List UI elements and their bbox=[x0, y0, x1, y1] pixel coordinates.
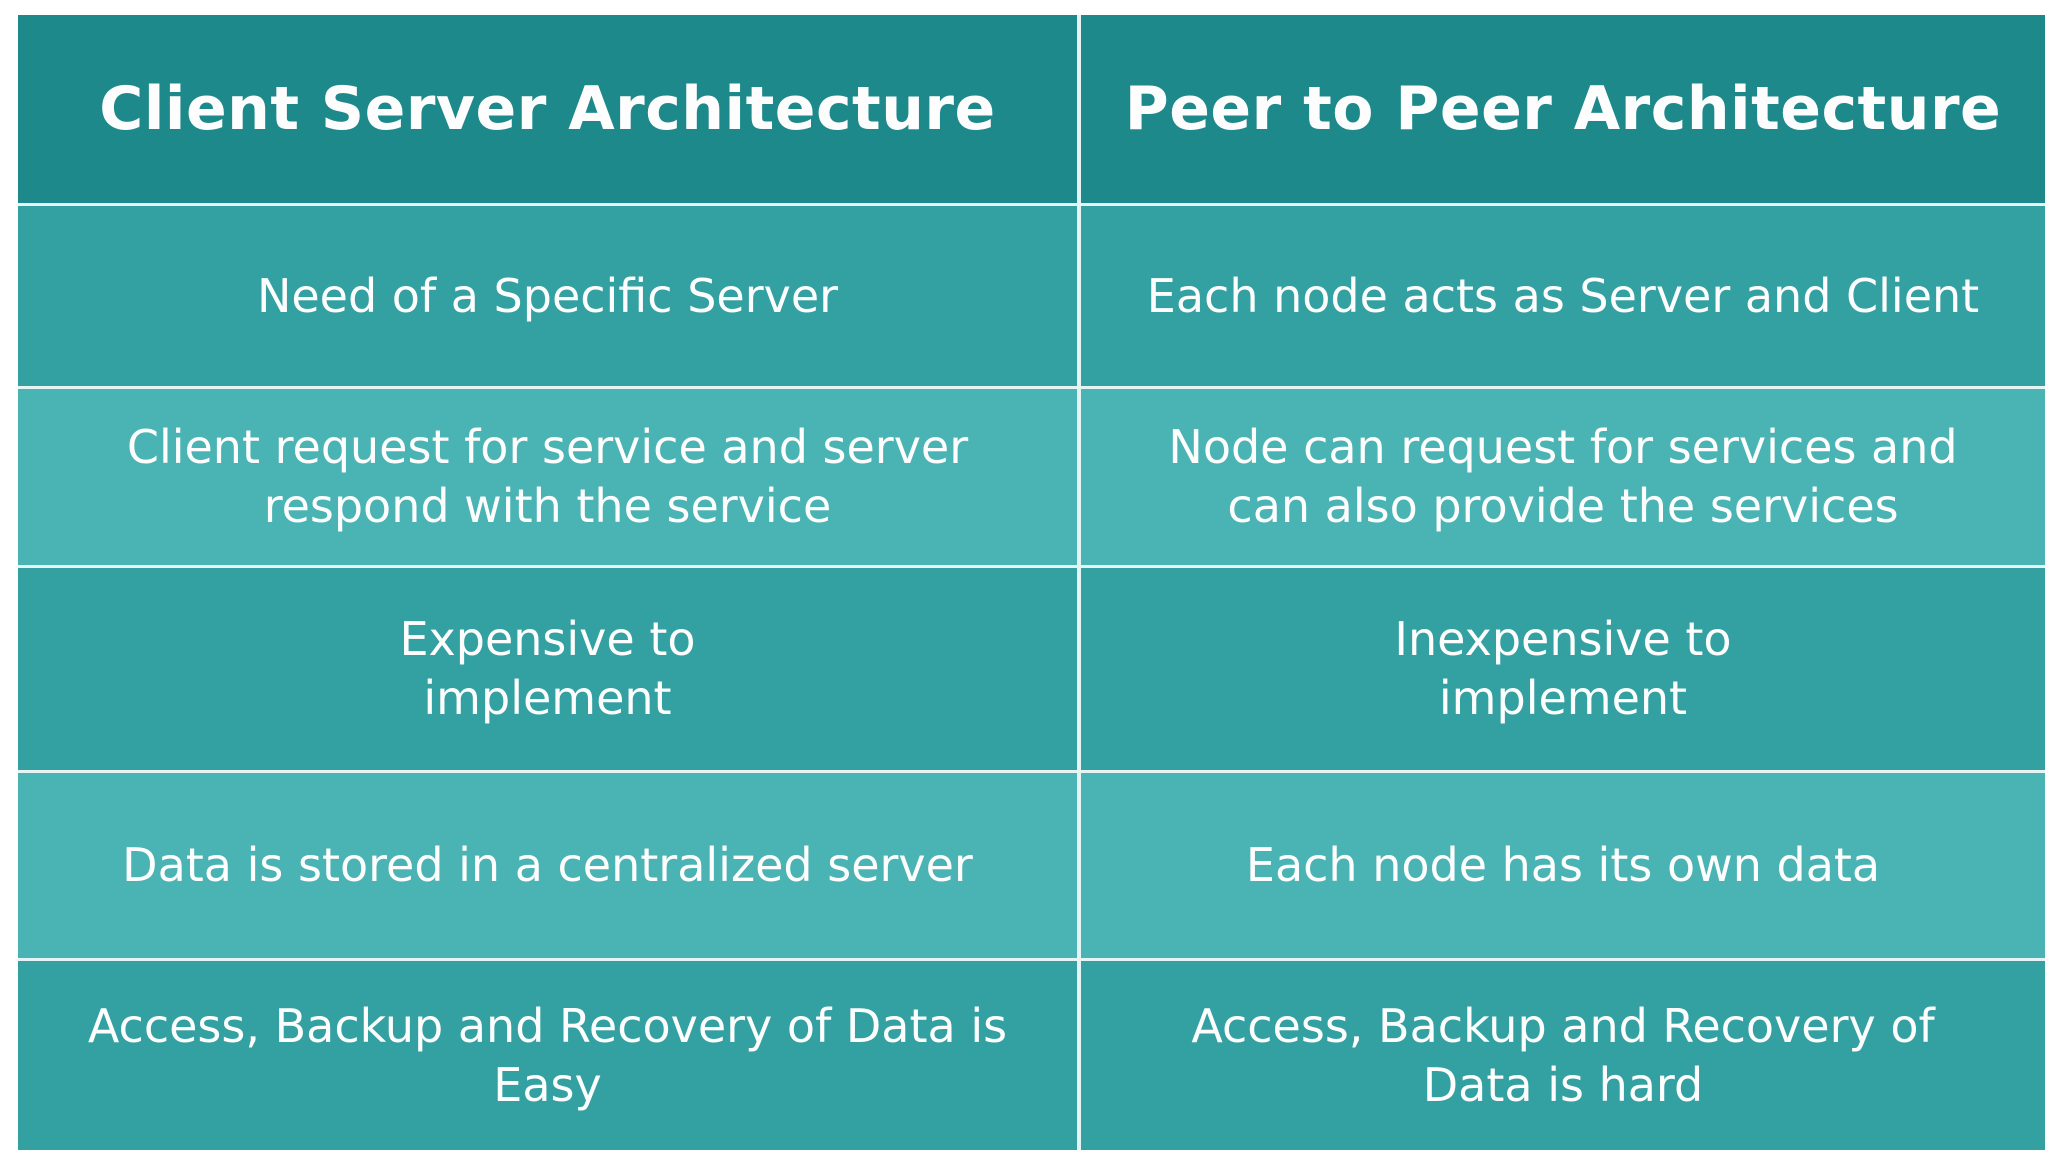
column-header-peer-to-peer: Peer to Peer Architecture bbox=[1081, 15, 2045, 203]
cell-inexpensive: Inexpensive to implement bbox=[1081, 568, 2045, 770]
cell-expensive: Expensive to implement bbox=[18, 568, 1077, 770]
cell-recovery-easy: Access, Backup and Recovery of Data is E… bbox=[18, 961, 1077, 1150]
cell-centralized-data: Data is stored in a centralized server bbox=[18, 773, 1077, 958]
cell-recovery-hard: Access, Backup and Recovery of Data is h… bbox=[1081, 961, 2045, 1150]
column-header-client-server: Client Server Architecture bbox=[18, 15, 1077, 203]
architecture-comparison-table: Client Server Architecture Peer to Peer … bbox=[18, 15, 2045, 1150]
cell-node-request-provide: Node can request for services and can al… bbox=[1081, 389, 2045, 565]
cell-client-request-service: Client request for service and server re… bbox=[18, 389, 1077, 565]
cell-own-data: Each node has its own data bbox=[1081, 773, 2045, 958]
cell-specific-server: Need of a Specific Server bbox=[18, 206, 1077, 386]
cell-node-server-client: Each node acts as Server and Client bbox=[1081, 206, 2045, 386]
